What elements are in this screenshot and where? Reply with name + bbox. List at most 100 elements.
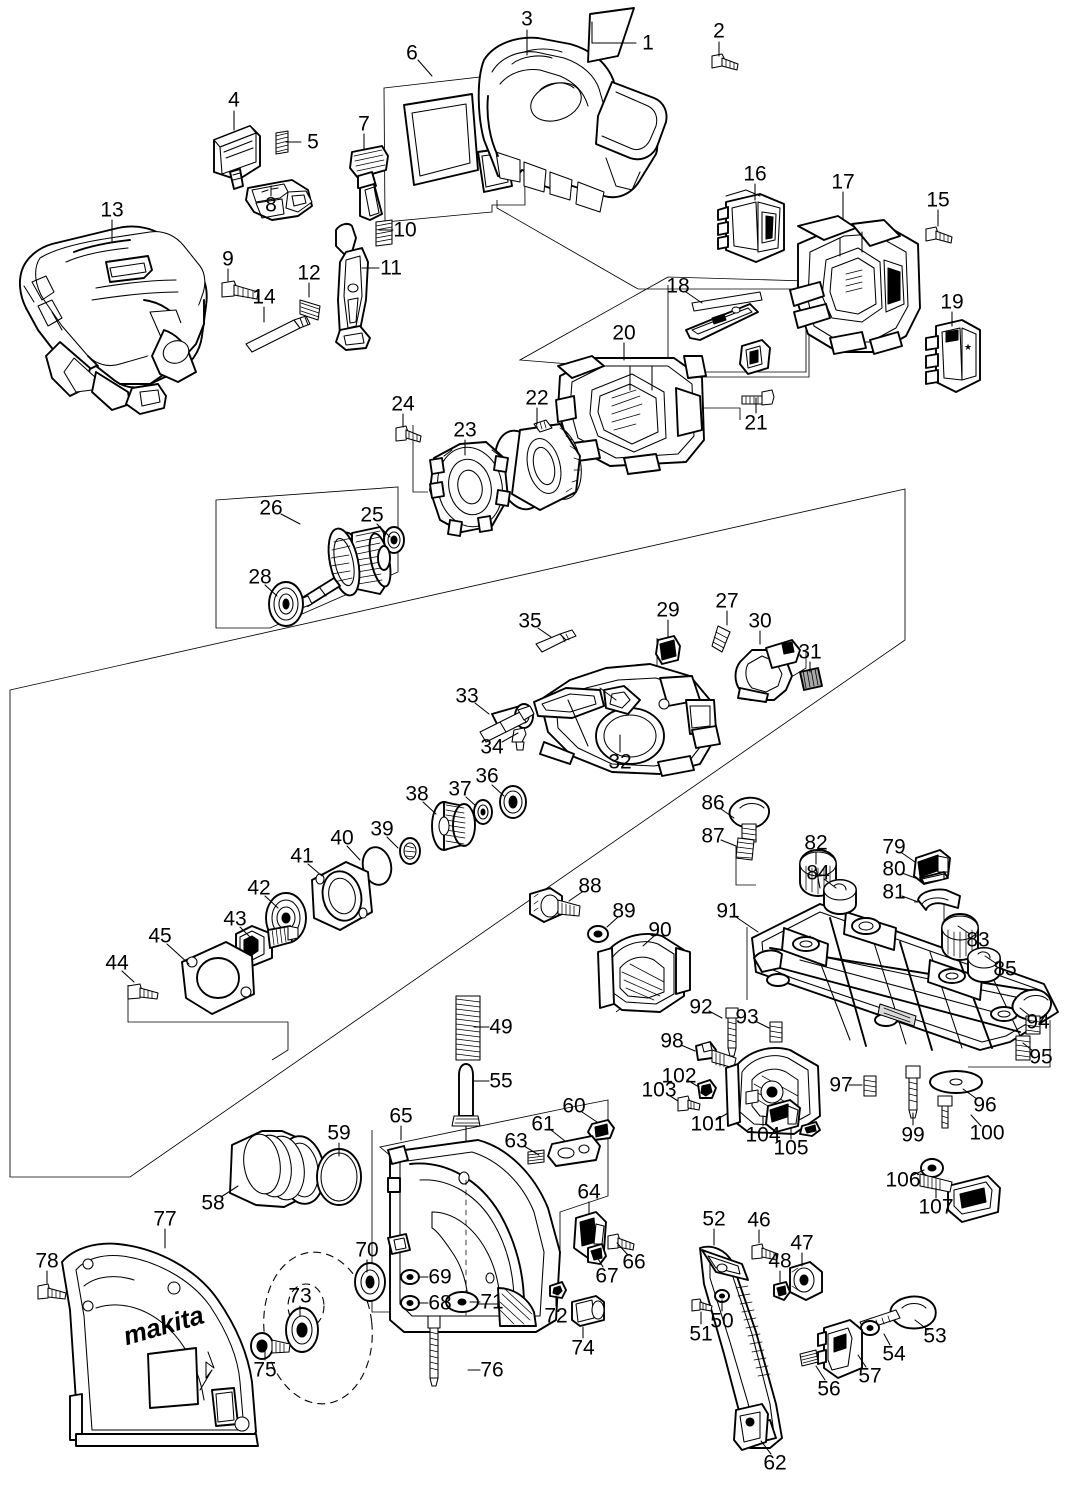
part-44-screw: [127, 983, 159, 1000]
part-45-cover-plate: [181, 941, 255, 1015]
callout-number-36: 36: [475, 764, 499, 788]
part-12-spring: [299, 299, 321, 321]
part-35-pin: [535, 629, 577, 653]
callout-number-98: 98: [660, 1029, 684, 1053]
part-31-bushing: [799, 667, 823, 691]
part-14-rod: [245, 315, 311, 353]
part-84-ring: [823, 879, 857, 915]
callout-number-34: 34: [480, 735, 504, 759]
callout-number-86: 86: [701, 791, 725, 815]
callout-number-88: 88: [578, 874, 602, 898]
callout-number-97: 97: [829, 1073, 853, 1097]
callout-number-60: 60: [562, 1094, 586, 1118]
part-33-shaft: [479, 705, 535, 743]
callout-number-69: 69: [428, 1265, 452, 1289]
group-bracket-big-diagonal: [9, 488, 906, 1178]
callout-number-40: 40: [330, 826, 354, 850]
part-25-bearing: [383, 526, 405, 554]
part-3-handle-half: [477, 36, 668, 213]
part-105-clip: [799, 1121, 821, 1137]
callout-number-106: 106: [885, 1168, 921, 1192]
part-27-spring: [711, 625, 731, 653]
part-107-clamp-bolt: [919, 1173, 1001, 1223]
callout-number-16: 16: [743, 162, 767, 186]
part-38-gear: [431, 801, 476, 851]
part-76-screw: [427, 1315, 441, 1387]
part-88-knob: [529, 887, 581, 923]
part-60-clip: [587, 1119, 615, 1141]
callout-number-101: 101: [690, 1112, 726, 1136]
callout-number-27: 27: [715, 589, 739, 613]
part-104-block: [765, 1099, 801, 1133]
callout-number-72: 72: [544, 1304, 568, 1328]
part-13-housing: [18, 225, 208, 415]
part-67-clip: [587, 1243, 607, 1265]
callout-number-58: 58: [201, 1191, 225, 1215]
callout-number-76: 76: [480, 1358, 504, 1382]
part-17-motor-housing: [789, 215, 921, 355]
part-46-screw: [751, 1243, 779, 1261]
part-57-bracket: [817, 1319, 863, 1379]
part-58-dust-port: [229, 1130, 326, 1208]
callout-number-45: 45: [148, 924, 172, 948]
callout-number-73: 73: [288, 1284, 312, 1308]
callout-number-51: 51: [689, 1322, 713, 1346]
part-95-spring: [1015, 1035, 1031, 1061]
part-22-stator: [493, 419, 582, 511]
callout-number-99: 99: [901, 1123, 925, 1147]
callout-number-18: 18: [666, 274, 690, 298]
callout-number-23: 23: [453, 418, 477, 442]
callout-number-74: 74: [571, 1336, 595, 1360]
part-10-spring: [375, 219, 393, 247]
part-87-spring: [735, 837, 755, 861]
callout-number-19: 19: [940, 290, 964, 314]
callout-number-90: 90: [648, 918, 672, 942]
callout-number-71: 71: [480, 1290, 504, 1314]
part-90-guard-bracket: [597, 933, 691, 1013]
callout-number-75: 75: [253, 1358, 277, 1382]
callout-number-67: 67: [595, 1264, 619, 1288]
callout-number-7: 7: [358, 112, 370, 136]
part-50-washer: [714, 1289, 730, 1303]
callout-number-70: 70: [355, 1238, 379, 1262]
callout-number-29: 29: [656, 598, 680, 622]
callout-number-13: 13: [100, 198, 124, 222]
callout-number-9: 9: [222, 247, 234, 271]
part-47-knob: [789, 1261, 823, 1301]
callout-number-91: 91: [716, 899, 740, 923]
callout-number-54: 54: [882, 1342, 906, 1366]
callout-number-48: 48: [768, 1249, 792, 1273]
part-26-armature: [297, 526, 392, 609]
callout-number-39: 39: [370, 817, 394, 841]
callout-number-95: 95: [1029, 1045, 1053, 1069]
callout-number-59: 59: [327, 1121, 351, 1145]
part-24-screw: [395, 425, 422, 443]
callout-number-17: 17: [831, 170, 855, 194]
callout-number-4: 4: [228, 88, 240, 112]
part-70-flange: [354, 1262, 386, 1302]
callout-number-24: 24: [391, 392, 415, 416]
part-23-baffle: [429, 441, 511, 537]
part-61-plate: [547, 1135, 601, 1167]
part-9-screw: [221, 280, 259, 300]
callout-number-93: 93: [735, 1005, 759, 1029]
part-89-washer: [587, 925, 609, 943]
group-bracket-18: [518, 276, 807, 373]
part-6-plate: [403, 93, 513, 193]
part-97-spring: [863, 1075, 877, 1097]
callout-number-96: 96: [973, 1093, 997, 1117]
callout-number-64: 64: [577, 1180, 601, 1204]
callout-number-94: 94: [1026, 1010, 1050, 1034]
callout-number-55: 55: [489, 1069, 513, 1093]
part-74-sleeve: [571, 1295, 605, 1327]
callout-number-38: 38: [405, 782, 429, 806]
part-7-knob: [349, 145, 389, 221]
part-28-bearing: [268, 581, 304, 627]
callout-number-10: 10: [393, 218, 417, 242]
group-bracket-21: [690, 407, 741, 420]
callout-number-12: 12: [297, 261, 321, 285]
callout-number-63: 63: [504, 1129, 528, 1153]
callout-number-26: 26: [259, 496, 283, 520]
